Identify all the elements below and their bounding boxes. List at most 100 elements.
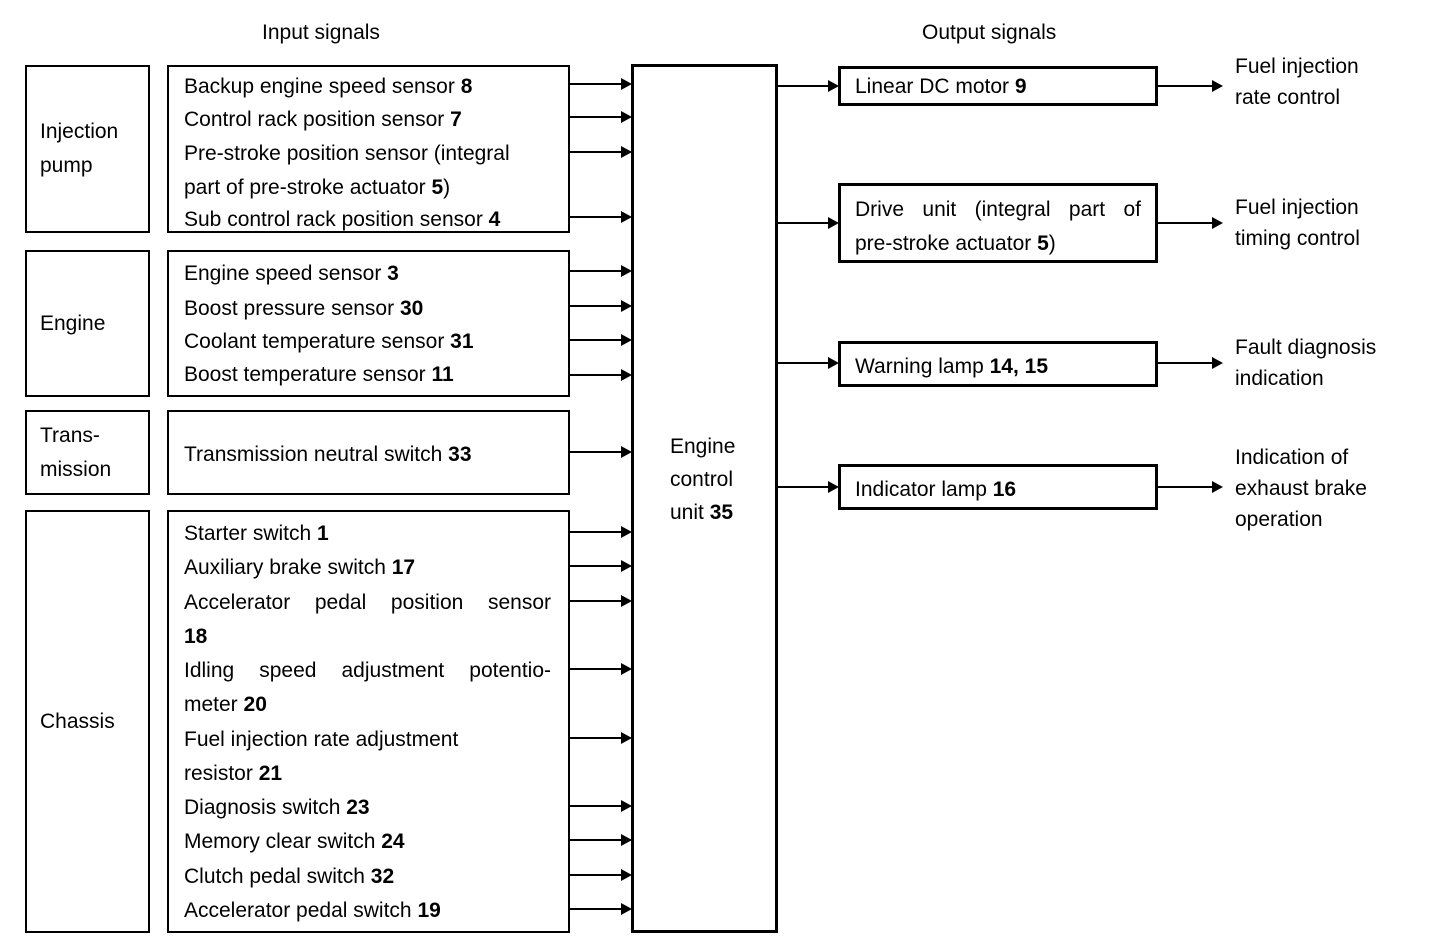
item-number: 16 [992,478,1017,501]
output-desc-fuel-injection-rate-control: Fuel injection rate control [1235,51,1359,113]
item-number: 8 [460,75,473,98]
input-item-sub-control-rack-position-sensor: Sub control rack position sensor 4 [184,206,551,234]
flow-arrow-icon [570,560,632,572]
input-item-control-rack-position-sensor: Control rack position sensor 7 [184,106,551,134]
flow-arrow-icon [570,211,632,223]
item-text: Memory clear switch [184,830,382,853]
item-number: 1 [317,522,329,545]
item-text: Diagnosis switch [184,796,347,819]
flow-arrow-icon [570,265,632,277]
item-text: Indicator lamp [855,478,993,501]
output-desc-fuel-injection-timing-control: Fuel injection timing control [1235,192,1360,254]
input-item-coolant-temperature-sensor: Coolant temperature sensor 31 [184,328,551,356]
input-box-injection-pump: Backup engine speed sensor 8 Control rac… [167,65,570,233]
item-number: 33 [448,443,472,466]
output-item-warning-lamp: Warning lamp 14, 15 [855,353,1141,381]
input-item-pre-stroke-position-sensor: Pre-stroke position sensor (integral [184,140,551,168]
item-number: 24 [381,830,405,853]
flow-arrow-icon [570,78,632,90]
item-number: 5 [431,176,444,199]
flow-arrow-icon [570,663,632,675]
input-item-diagnosis-switch: Diagnosis switch 23 [184,794,551,822]
flow-arrow-icon [1158,80,1223,92]
item-text: Backup engine speed sensor [184,75,461,98]
input-item-accelerator-pedal-switch: Accelerator pedal switch 19 [184,897,551,925]
flow-arrow-icon [1158,357,1223,369]
item-text: Control rack position sensor [184,108,451,131]
item-number: 4 [488,208,501,231]
category-box-engine: Engine [25,250,150,397]
item-number: 23 [346,796,370,819]
input-item-starter-switch: Starter switch 1 [184,520,551,548]
output-box-indicator-lamp: Indicator lamp 16 [838,464,1158,510]
flow-arrow-icon [778,80,839,92]
item-text: Warning lamp [855,355,990,378]
flow-arrow-icon [570,446,632,458]
item-number: 5 [1037,232,1049,255]
output-box-linear-dc-motor: Linear DC motor 9 [838,66,1158,106]
desc-line: exhaust brake [1235,477,1367,500]
item-number: 35 [709,501,734,524]
flow-arrow-icon [1158,217,1223,229]
item-text: ) [443,176,451,199]
input-item-transmission-neutral-switch: Transmission neutral switch 33 [184,441,551,469]
ecu-label-line: control [670,468,734,491]
input-item-fuel-injection-rate-adjustment-resistor-cont: resistor 21 [184,760,551,788]
category-label-line: Chassis [40,709,115,733]
item-number: 3 [387,262,399,285]
input-item-boost-pressure-sensor: Boost pressure sensor 30 [184,295,551,323]
item-text: resistor [184,762,259,785]
output-desc-exhaust-brake-operation: Indication of exhaust brake operation [1235,442,1367,535]
flow-arrow-icon [570,834,632,846]
flow-arrow-icon [778,481,839,493]
item-number: 32 [370,865,395,888]
item-text: pre-stroke actuator [855,232,1038,255]
item-text: Auxiliary brake switch [184,556,392,579]
desc-line: timing control [1235,227,1360,250]
flow-arrow-icon [570,903,632,915]
category-label-line: Engine [40,311,106,335]
input-item-accelerator-pedal-position-sensor-cont: 18 [184,623,551,651]
item-text: Boost pressure sensor [184,297,400,320]
input-item-engine-speed-sensor: Engine speed sensor 3 [184,260,551,288]
flow-arrow-icon [778,217,839,229]
input-item-backup-engine-speed-sensor: Backup engine speed sensor 8 [184,73,551,101]
input-item-boost-temperature-sensor: Boost temperature sensor 11 [184,361,551,389]
item-text: meter [184,693,244,716]
input-item-idling-speed-adjustment-potentiometer-cont: meter 20 [184,691,551,719]
output-item-linear-dc-motor: Linear DC motor 9 [855,73,1141,101]
item-text: unit [670,501,710,524]
item-number: 18 [184,625,208,648]
input-box-engine: Engine speed sensor 3 Boost pressure sen… [167,250,570,397]
item-text: Drive unit (integral part of [855,198,1141,221]
input-item-pre-stroke-position-sensor-cont: part of pre-stroke actuator 5) [184,174,551,202]
input-item-idling-speed-adjustment-potentiometer: Idling speed adjustment potentio- [184,657,551,685]
item-text: Boost temperature sensor [184,363,432,386]
item-text: Engine speed sensor [184,262,388,285]
flow-arrow-icon [570,334,632,346]
input-signals-header: Input signals [262,21,380,44]
item-number: 17 [391,556,416,579]
ecu-label-line: Engine [670,435,736,458]
category-box-transmission: Trans- mission [25,410,150,495]
category-label-line: pump [40,154,93,177]
flow-arrow-icon [1158,481,1223,493]
item-text: Fuel injection rate adjustment [184,728,459,751]
ecu-box: Engine control unit 35 [631,64,778,933]
item-text: part of pre-stroke actuator [184,176,432,199]
item-text: Coolant temperature sensor [184,330,451,353]
input-box-transmission: Transmission neutral switch 33 [167,410,570,495]
output-desc-fault-diagnosis-indication: Fault diagnosis indication [1235,332,1376,394]
item-text: Linear DC motor [855,75,1015,98]
flow-arrow-icon [570,800,632,812]
category-label-line: Trans- [40,423,100,447]
desc-line: Fuel injection [1235,196,1359,219]
ecu-label: Engine control unit 35 [670,430,735,529]
item-text: Sub control rack position sensor [184,208,489,231]
item-number: 30 [399,297,424,320]
input-item-clutch-pedal-switch: Clutch pedal switch 32 [184,863,551,891]
flow-arrow-icon [570,111,632,123]
item-number: 20 [243,693,267,716]
item-text: Clutch pedal switch [184,865,371,888]
